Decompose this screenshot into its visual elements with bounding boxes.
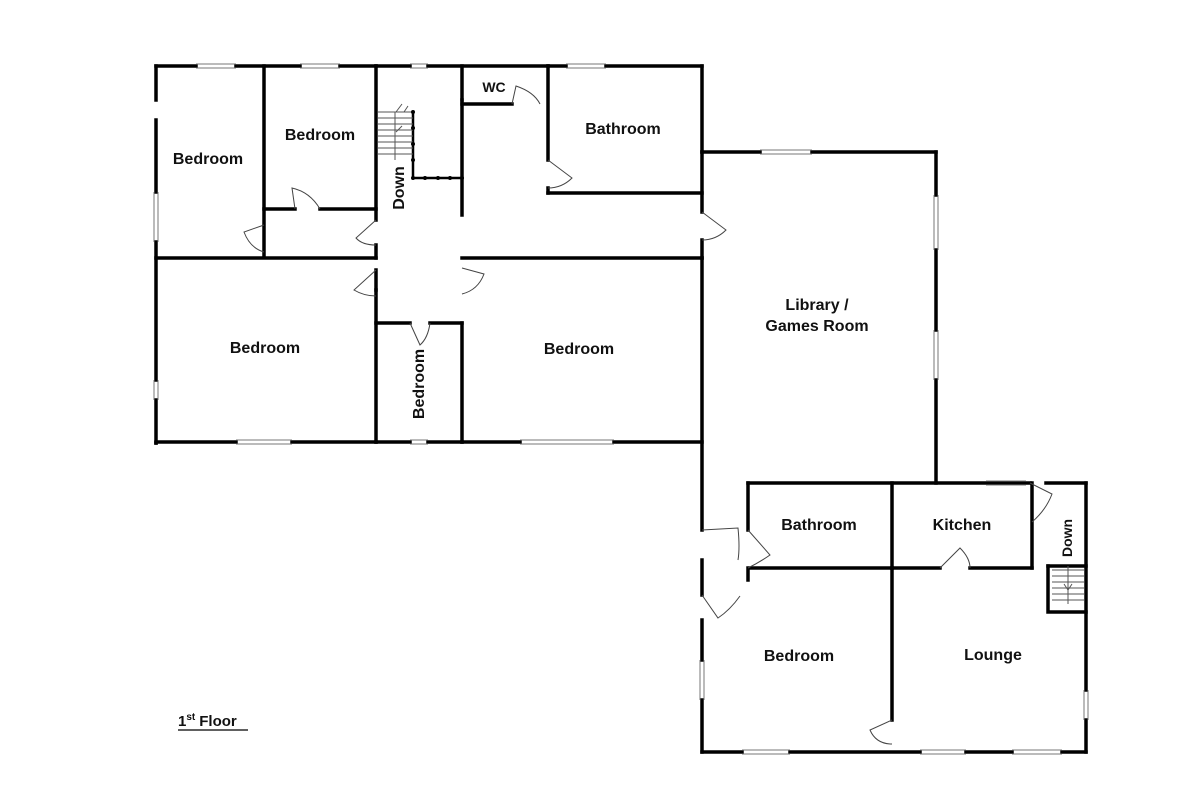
room-label-library-line1: Library / [785,297,849,314]
room-label-bedroom-nw-2: Bedroom [285,127,355,144]
staircase-south [1052,566,1084,604]
walls [154,64,1088,754]
room-label-bedroom-center: Bedroom [544,341,614,358]
floor-number: 1 [178,713,186,730]
floor-number-suffix: st [186,712,196,723]
windows [153,63,1089,755]
room-label-library-line2: Games Room [765,318,868,335]
room-labels: Bedroom Bedroom Down WC Bathroom Bedroom… [173,79,1075,665]
room-label-lounge: Lounge [964,647,1022,664]
stair-posts [411,110,464,180]
room-label-bedroom-west-large: Bedroom [230,340,300,357]
room-label-stairs-down-1: Down [391,166,408,210]
room-label-bedroom-south: Bedroom [764,648,834,665]
room-label-kitchen: Kitchen [933,517,992,534]
room-label-bedroom-narrow: Bedroom [411,349,428,419]
floor-name: Floor [199,713,237,730]
doors [243,85,1053,745]
room-label-bathroom-north: Bathroom [585,121,661,138]
room-label-wc: WC [482,79,505,95]
staircase-north [378,103,413,160]
room-label-bedroom-nw-1: Bedroom [173,151,243,168]
room-label-bathroom-south: Bathroom [781,517,857,534]
room-label-stairs-down-2: Down [1059,519,1075,557]
